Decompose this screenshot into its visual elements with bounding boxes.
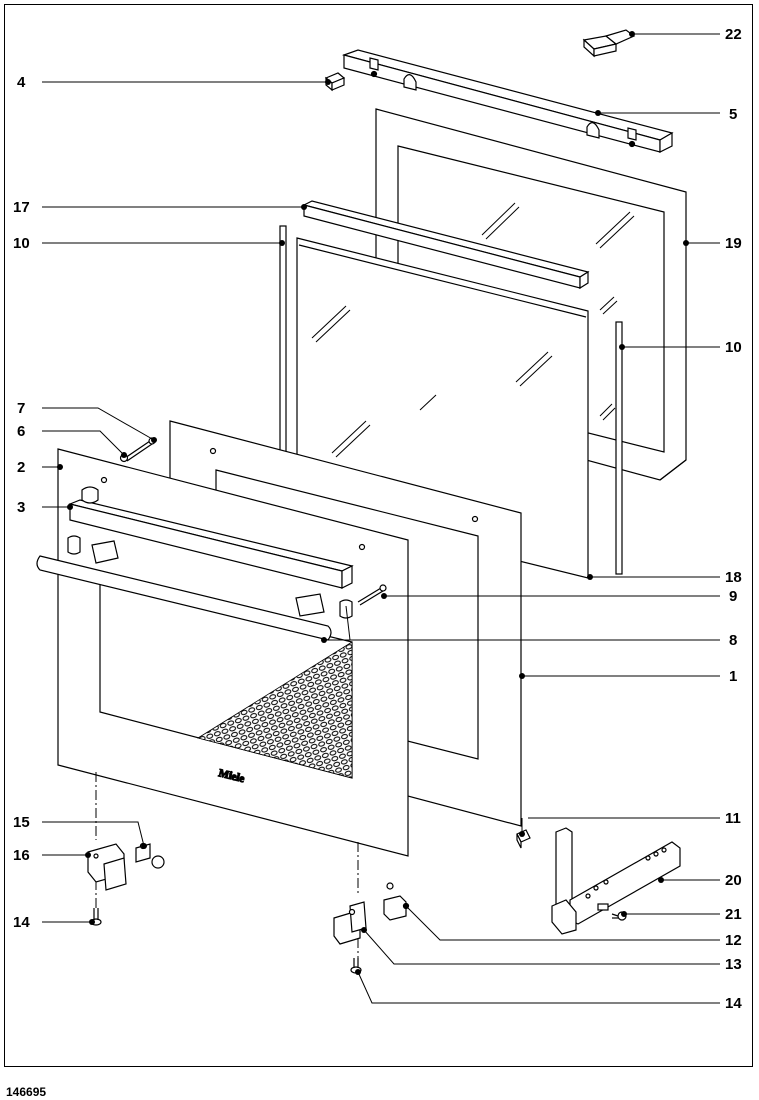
- part-22-clip: [582, 29, 636, 58]
- part-9-screw: [357, 584, 387, 606]
- callout-1: 1: [729, 668, 737, 685]
- part-10-seal-left: [279, 225, 287, 461]
- part-10-seal-right: [615, 321, 623, 575]
- callout-22: 22: [725, 26, 742, 43]
- callout-16: 16: [13, 847, 30, 864]
- callout-8: 8: [729, 632, 737, 649]
- callout-2: 2: [17, 459, 25, 476]
- callout-10-left: 10: [13, 235, 30, 252]
- callout-dots: [57, 31, 689, 975]
- callout-3: 3: [17, 499, 25, 516]
- callout-21: 21: [725, 906, 742, 923]
- callout-5: 5: [729, 106, 737, 123]
- callout-labels: 22 4 5 17 10 19 10 7 6 2 3 18 9 8 1 11 1…: [13, 26, 742, 1012]
- callout-9: 9: [729, 588, 737, 605]
- part-5-top-trim: [341, 49, 674, 153]
- callout-19: 19: [725, 235, 742, 252]
- axis-lines: [95, 772, 359, 958]
- part-12-13-right-hinge: [333, 882, 410, 945]
- callout-18: 18: [725, 569, 742, 586]
- callout-20: 20: [725, 872, 742, 889]
- callout-6: 6: [17, 423, 25, 440]
- callout-7: 7: [17, 400, 25, 417]
- part-17-spacer-bar: [302, 200, 590, 290]
- callout-12: 12: [725, 932, 742, 949]
- callout-4: 4: [17, 74, 26, 91]
- callout-11: 11: [725, 810, 741, 827]
- callout-17: 17: [13, 199, 30, 216]
- callout-10-right: 10: [725, 339, 742, 356]
- part-20-hinge: [551, 827, 681, 935]
- callout-13: 13: [725, 956, 742, 973]
- part-6-7-screw: [119, 437, 156, 463]
- diagram-id: 146695: [6, 1085, 47, 1099]
- part-3-handle-upper: [68, 486, 354, 589]
- diagram-frame: [4, 4, 753, 1067]
- callout-14-left: 14: [13, 914, 30, 931]
- callout-14-right: 14: [725, 995, 742, 1012]
- part-2-front-glass: Miele: [57, 448, 409, 857]
- leader-lines: [42, 33, 720, 1004]
- callout-15: 15: [13, 814, 30, 831]
- part-15-16-left-hinge: [87, 842, 165, 891]
